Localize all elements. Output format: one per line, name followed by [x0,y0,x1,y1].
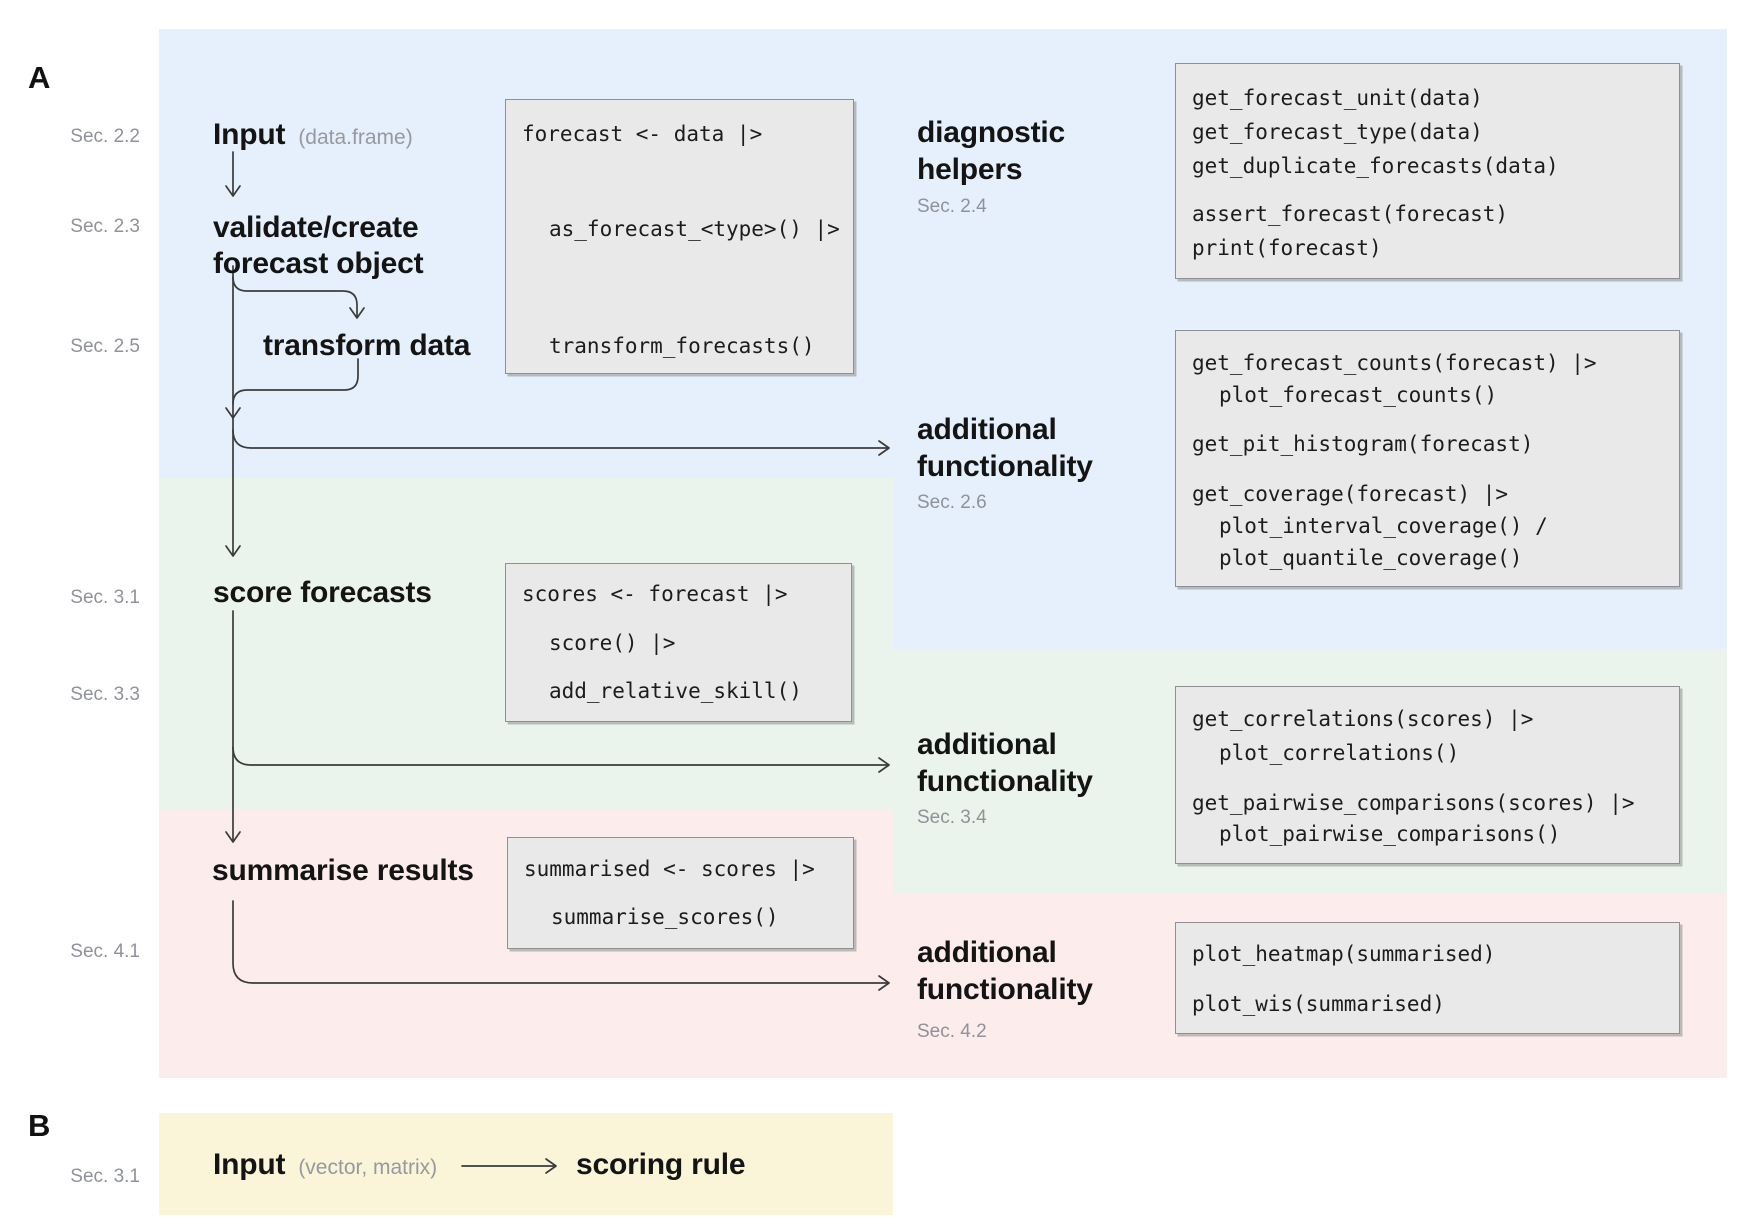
code-line: assert_forecast(forecast) [1192,202,1509,226]
code-line: plot_wis(summarised) [1192,992,1445,1016]
flow-step-input: Input (data.frame) [213,117,413,156]
flow-step-transform: transform data [263,329,471,362]
panel-b-input-note: (vector, matrix) [298,1156,438,1179]
codebox-func26: get_forecast_counts(forecast) |> plot_fo… [1175,330,1680,587]
panel-b-input-label: Input [213,1148,286,1181]
codebox-summarised: summarised <- scores |> summarise_scores… [507,837,854,949]
codebox-func34: get_correlations(scores) |> plot_correla… [1175,686,1680,864]
input-note: (data.frame) [298,126,413,149]
section-label-2-2: Sec. 2.2 [70,126,140,147]
heading-additional-functionality-4-2: additional functionality [917,936,1093,1006]
code-line: get_forecast_counts(forecast) |> [1192,351,1597,375]
code-line: get_correlations(scores) |> [1192,707,1534,731]
section-label-3-3: Sec. 3.3 [70,684,140,705]
band-panel-b [159,1113,893,1215]
code-line: get_forecast_unit(data) [1192,86,1483,110]
section-label-4-2: Sec. 4.2 [917,1021,987,1042]
code-line: plot_pairwise_comparisons() [1219,822,1561,846]
section-label-3-1: Sec. 3.1 [70,587,140,608]
code-line: get_pit_histogram(forecast) [1192,432,1534,456]
code-line: scores <- forecast |> [522,582,788,606]
section-label-2-6: Sec. 2.6 [917,492,987,513]
code-line: plot_interval_coverage() / [1219,514,1548,538]
code-line: get_duplicate_forecasts(data) [1192,154,1559,178]
flow-step-summarise: summarise results [212,854,474,887]
code-line: plot_forecast_counts() [1219,383,1498,407]
code-line: get_pairwise_comparisons(scores) |> [1192,791,1635,815]
flow-step-score: score forecasts [213,576,432,609]
codebox-diagnostic-helpers: get_forecast_unit(data) get_forecast_typ… [1175,63,1680,279]
panel-a-label: A [28,60,51,95]
code-line: get_forecast_type(data) [1192,120,1483,144]
flow-step-validate: validate/create forecast object [213,211,424,280]
code-line: get_coverage(forecast) |> [1192,482,1509,506]
section-label-4-1: Sec. 4.1 [70,941,140,962]
code-line: forecast <- data |> [522,122,763,146]
section-label-2-4: Sec. 2.4 [917,196,987,217]
panel-b-label: B [28,1108,51,1143]
codebox-pipeline: forecast <- data |> as_forecast_<type>()… [505,99,854,374]
heading-additional-functionality-3-4: additional functionality [917,728,1093,798]
codebox-scores: scores <- forecast |> score() |> add_rel… [505,563,852,722]
code-line: transform_forecasts() [549,334,815,358]
code-line: plot_heatmap(summarised) [1192,942,1496,966]
section-label-2-5: Sec. 2.5 [70,336,140,357]
code-line: print(forecast) [1192,236,1382,260]
code-line: summarise_scores() [551,905,779,929]
code-line: plot_quantile_coverage() [1219,546,1523,570]
code-line: plot_correlations() [1219,741,1460,765]
codebox-func42: plot_heatmap(summarised) plot_wis(summar… [1175,922,1680,1034]
panel-b-input: Input (vector, matrix) [213,1147,437,1186]
input-label: Input [213,118,286,151]
heading-additional-functionality-2-6: additional functionality [917,413,1093,483]
section-label-2-3: Sec. 2.3 [70,216,140,237]
heading-diagnostic-helpers: diagnostic helpers [917,116,1066,186]
code-line: score() |> [549,631,676,655]
code-line: as_forecast_<type>() |> [549,217,840,241]
section-label-3-4: Sec. 3.4 [917,807,987,828]
panel-b-scoring-rule: scoring rule [576,1148,746,1181]
code-line: add_relative_skill() [549,679,802,703]
code-line: summarised <- scores |> [524,857,815,881]
section-label-b-3-1: Sec. 3.1 [70,1166,140,1187]
